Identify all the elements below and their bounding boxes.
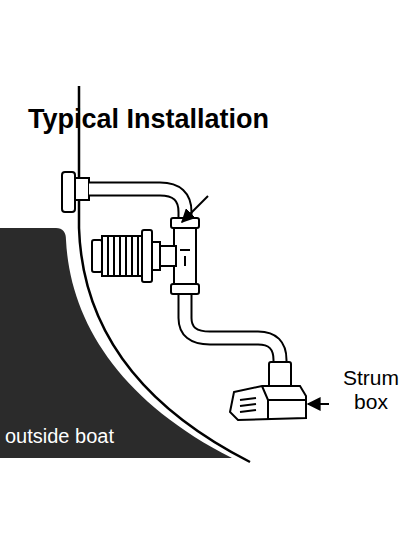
title: Typical Installation	[28, 104, 269, 135]
hose	[89, 189, 280, 366]
leader-arrow	[182, 196, 208, 222]
hull-region: outside boat	[0, 213, 252, 463]
t-fitting	[160, 218, 199, 294]
part-label: Strum box	[331, 366, 411, 414]
thru-hull-nut	[75, 178, 89, 200]
hull-fill	[0, 228, 232, 458]
region-label: outside boat	[5, 425, 114, 448]
pump	[92, 230, 160, 282]
strum-box	[230, 362, 306, 420]
thru-hull-flange	[62, 172, 75, 212]
leader-arrow	[308, 403, 329, 405]
